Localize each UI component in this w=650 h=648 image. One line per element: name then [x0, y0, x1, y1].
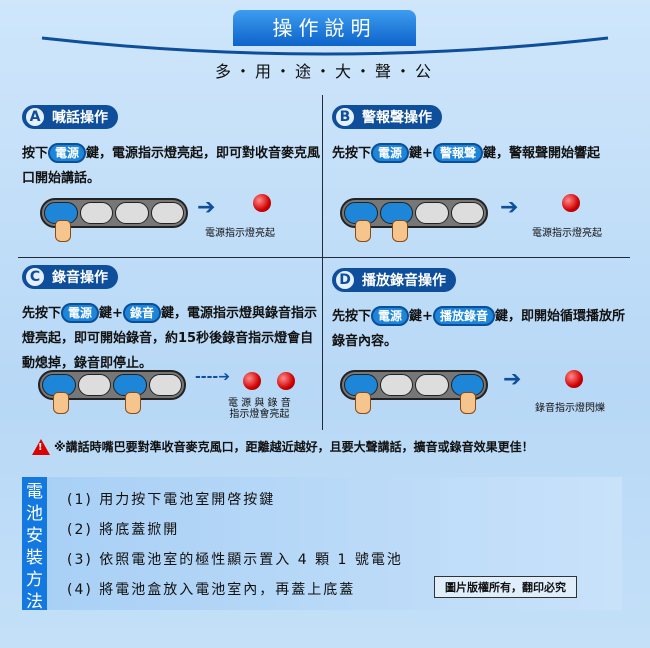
section-title: 播放錄音操作	[362, 273, 446, 289]
section-a: A 喊話操作 按下電源鍵，電源指示燈亮起，即可對收音麥克風口開始講話。	[22, 105, 322, 191]
battery-steps: (1) 用力按下電池室開啓按鍵 (2) 將底蓋掀開 (3) 依照電池室的極性顯示…	[67, 489, 403, 609]
warning-note: ! ※講話時嘴巴要對準收音麥克風口，距離越近越好，且要大聲講話，擴音或錄音效果更佳…	[32, 438, 534, 455]
step: (3) 依照電池室的極性顯示置入 4 顆 1 號電池	[67, 552, 403, 568]
led-caption: 電源指示燈亮起	[205, 228, 275, 239]
button-panel-illustration	[40, 198, 188, 228]
power-key: 電源	[371, 306, 410, 326]
step: (2) 將底蓋掀開	[67, 522, 180, 538]
step: (1) 用力按下電池室開啓按鍵	[67, 492, 276, 508]
led-caption: 錄音指示燈閃爍	[535, 403, 605, 414]
copyright-notice: 圖片版權所有，翻印必究	[434, 576, 577, 598]
hand-icon	[460, 392, 476, 414]
section-header: B 警報聲操作	[332, 105, 442, 129]
warning-icon: !	[32, 438, 50, 455]
button-panel-illustration	[340, 370, 488, 400]
instruction-text: 先按下電源鍵+播放錄音鍵，即開始循環播放所錄音內容。	[332, 304, 632, 354]
instruction-text: 按下電源鍵，電源指示燈亮起，即可對收音麥克風口開始講話。	[22, 141, 322, 191]
button-panel-illustration	[38, 370, 186, 400]
power-key: 電源	[371, 143, 410, 163]
power-key: 電源	[48, 143, 87, 163]
section-header: D 播放錄音操作	[332, 268, 456, 292]
hand-icon	[392, 220, 408, 242]
warning-text: ※講話時嘴巴要對準收音麥克風口，距離越近越好，且要大聲講話，擴音或錄音效果更佳！	[54, 440, 534, 454]
alarm-key: 警報聲	[432, 143, 483, 163]
arrow-icon: ➔	[197, 195, 216, 220]
hand-icon	[55, 220, 71, 242]
led-icon	[243, 372, 261, 390]
led-caption: 電源指示燈亮起	[532, 228, 602, 239]
led-icon	[277, 372, 295, 390]
playback-key: 播放錄音	[432, 306, 495, 326]
title-curve	[41, 36, 609, 56]
section-title: 警報聲操作	[362, 110, 432, 126]
instruction-text: 先按下電源鍵+警報聲鍵，警報聲開始響起	[332, 141, 642, 166]
section-letter: C	[24, 266, 46, 288]
section-letter: A	[24, 106, 46, 128]
page-title: 操作說明	[233, 10, 416, 46]
battery-label: 電池安裝方法	[22, 477, 47, 612]
section-title: 喊話操作	[52, 110, 108, 126]
arrow-icon: ➔	[503, 367, 522, 392]
step: (4) 將電池盒放入電池室內，再蓋上底蓋	[67, 582, 356, 598]
power-key: 電源	[61, 303, 100, 323]
section-b: B 警報聲操作 先按下電源鍵+警報聲鍵，警報聲開始響起	[332, 105, 642, 166]
divider	[322, 95, 323, 430]
dashed-arrow-icon: ----➔	[195, 369, 230, 385]
hand-icon	[53, 392, 69, 414]
arrow-icon: ➔	[500, 195, 519, 220]
hand-icon	[355, 392, 371, 414]
section-title: 錄音操作	[52, 270, 108, 286]
battery-section: 電池安裝方法 (1) 用力按下電池室開啓按鍵 (2) 將底蓋掀開 (3) 依照電…	[22, 477, 622, 612]
section-header: C 錄音操作	[22, 265, 118, 289]
led-icon	[562, 194, 580, 212]
divider	[18, 257, 630, 258]
led-caption: 電 源 與 錄 音指示燈會亮起	[228, 398, 291, 420]
record-key: 錄音	[122, 303, 161, 323]
subtitle: 多・用・途・大・聲・公	[214, 62, 435, 81]
led-icon	[253, 194, 271, 212]
section-letter: B	[334, 106, 356, 128]
section-d: D 播放錄音操作 先按下電源鍵+播放錄音鍵，即開始循環播放所錄音內容。	[332, 268, 632, 354]
hand-icon	[125, 392, 141, 414]
section-c: C 錄音操作 先按下電源鍵+錄音鍵，電源指示燈與錄音指示燈亮起，即可開始錄音，約1…	[22, 265, 322, 376]
led-icon	[565, 370, 583, 388]
section-header: A 喊話操作	[22, 105, 118, 129]
hand-icon	[355, 220, 371, 242]
section-letter: D	[334, 269, 356, 291]
instruction-text: 先按下電源鍵+錄音鍵，電源指示燈與錄音指示燈亮起，即可開始錄音，約15秒後錄音指…	[22, 301, 322, 376]
